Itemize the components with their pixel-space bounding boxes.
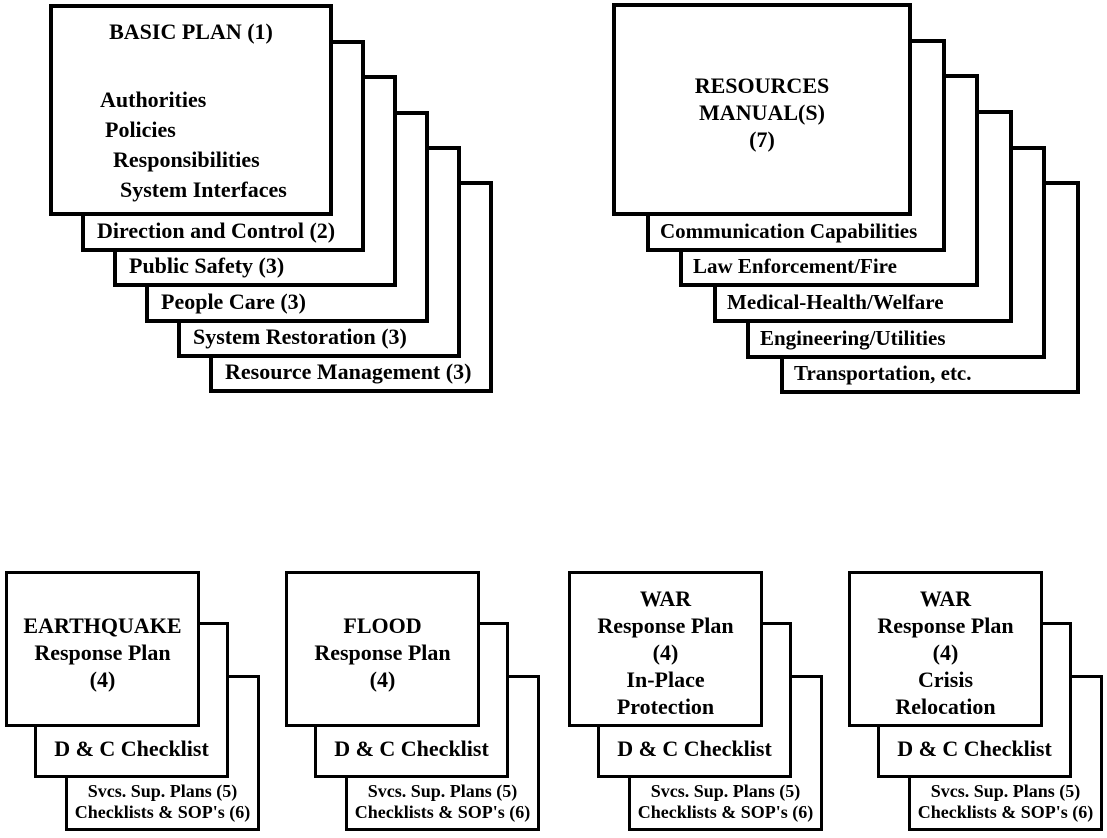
resource-label: Engineering/Utilities xyxy=(760,326,946,350)
resources-manual-title-line: (7) xyxy=(749,127,775,152)
basic-plan-item: Authorities xyxy=(100,87,207,112)
supplements-label: Svcs. Sup. Plans (5) Checklists & SOP's … xyxy=(637,781,814,822)
earthquake-plan-box: EARTHQUAKE Response Plan (4) xyxy=(5,571,200,727)
resource-label: Transportation, etc. xyxy=(794,361,972,385)
basic-plan-item: Responsibilities xyxy=(113,147,260,172)
plan-title-line: (4) xyxy=(932,639,959,665)
plan-title-line: WAR xyxy=(639,585,692,611)
annex-label: Resource Management (3) xyxy=(225,359,472,384)
plan-title-line: Crisis xyxy=(918,666,973,692)
basic-plan-item: Policies xyxy=(105,117,176,142)
plan-title-line: In-Place xyxy=(626,666,705,692)
basic-plan-title: BASIC PLAN (1) xyxy=(109,19,273,44)
dc-checklist-label: D & C Checklist xyxy=(617,736,772,761)
resources-manual-title-line: MANUAL(S) xyxy=(699,100,825,125)
resources-manual-box: RESOURCES MANUAL(S) (7) xyxy=(612,3,912,216)
plan-title-line: (4) xyxy=(652,639,679,665)
plan-title-line: Response Plan xyxy=(314,639,451,665)
basic-plan-box: BASIC PLAN (1) Authorities Policies Resp… xyxy=(49,4,333,216)
plan-title-line: (4) xyxy=(89,666,116,692)
war-inplace-plan-box: WAR Response Plan (4) In-Place Protectio… xyxy=(568,571,763,727)
plan-title-line: (4) xyxy=(369,666,396,692)
dc-checklist-label: D & C Checklist xyxy=(334,736,489,761)
resources-manual-title-line: RESOURCES xyxy=(694,73,830,98)
plan-title-line: Protection xyxy=(616,693,715,719)
resource-label: Medical-Health/Welfare xyxy=(727,290,944,314)
plan-title-line: EARTHQUAKE xyxy=(23,612,182,638)
supplements-label: Svcs. Sup. Plans (5) Checklists & SOP's … xyxy=(74,781,251,822)
plan-title-line: Response Plan xyxy=(877,612,1014,638)
supplements-label: Svcs. Sup. Plans (5) Checklists & SOP's … xyxy=(917,781,1094,822)
resource-label: Law Enforcement/Fire xyxy=(693,254,897,278)
annex-label: System Restoration (3) xyxy=(193,324,407,349)
plan-title-line: Response Plan xyxy=(34,639,171,665)
basic-plan-item: System Interfaces xyxy=(120,177,287,202)
resource-label: Communication Capabilities xyxy=(660,219,918,243)
annex-label: Direction and Control (2) xyxy=(97,218,336,243)
war-crisis-plan-box: WAR Response Plan (4) Crisis Relocation xyxy=(848,571,1043,727)
plan-title-line: WAR xyxy=(919,585,972,611)
dc-checklist-label: D & C Checklist xyxy=(897,736,1052,761)
annex-label: People Care (3) xyxy=(161,289,306,314)
annex-label: Public Safety (3) xyxy=(129,253,285,278)
plan-title-line: FLOOD xyxy=(343,612,422,638)
supplements-label: Svcs. Sup. Plans (5) Checklists & SOP's … xyxy=(354,781,531,822)
dc-checklist-label: D & C Checklist xyxy=(54,736,209,761)
flood-plan-box: FLOOD Response Plan (4) xyxy=(285,571,480,727)
plan-title-line: Response Plan xyxy=(597,612,734,638)
plan-title-line: Relocation xyxy=(895,693,996,719)
